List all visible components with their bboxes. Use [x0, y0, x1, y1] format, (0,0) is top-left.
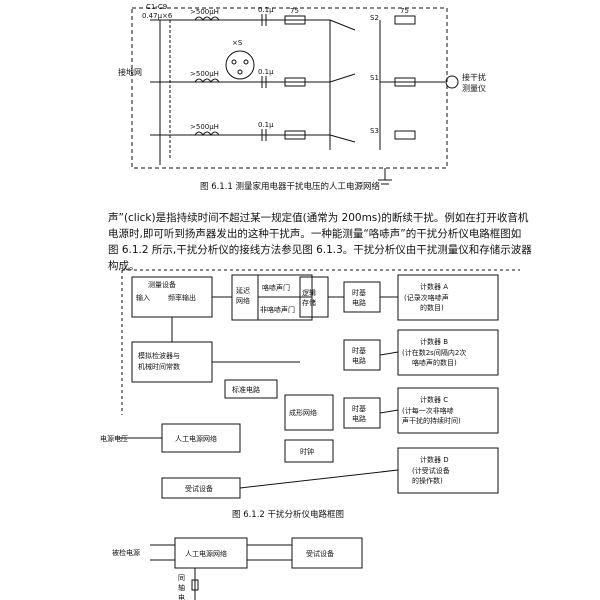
svg-text:输入: 输入	[136, 293, 150, 302]
svg-text:声干扰的持续时间): 声干扰的持续时间)	[402, 416, 461, 425]
fig1-01a: 0.1μ	[258, 6, 274, 14]
svg-text:时钟: 时钟	[300, 447, 314, 456]
fig1-caption: 图 6.1.1 测量家用电器干扰电压的人工电源网络	[200, 182, 381, 192]
svg-text:电路: 电路	[352, 414, 366, 423]
body-paragraph: 声”(click)是指持续时间不超过某一规定值(通常为 200ms)的断续干扰。…	[108, 210, 538, 274]
svg-text:成形网络: 成形网络	[289, 408, 317, 417]
svg-text:频率输出: 频率输出	[168, 293, 196, 302]
fig1-ground: 接地网	[118, 67, 142, 77]
svg-text:(计在数2s间隔内2次: (计在数2s间隔内2次	[402, 348, 466, 357]
fig1-75b: 75	[400, 7, 409, 15]
svg-text:(记录次咯哧声: (记录次咯哧声	[404, 293, 449, 302]
svg-text:人工电源网络: 人工电源网络	[175, 434, 217, 443]
svg-text:计数器 C: 计数器 C	[420, 395, 448, 404]
fig1-xs: ×S	[232, 39, 243, 47]
circuit-lisn	[131, 7, 459, 185]
svg-text:计数器 A: 计数器 A	[420, 282, 448, 291]
fig1-s2: S2	[370, 14, 379, 22]
fig1-ind1: >500μH	[190, 8, 219, 16]
svg-text:时基: 时基	[352, 404, 366, 413]
fig1-cap-label: C1-C9	[146, 3, 167, 11]
svg-text:电源电压: 电源电压	[100, 434, 128, 443]
svg-text:逻辑: 逻辑	[302, 288, 316, 297]
svg-text:时基: 时基	[352, 288, 366, 297]
svg-text:计数器 D: 计数器 D	[420, 455, 449, 464]
svg-text:被检电源: 被检电源	[112, 548, 140, 557]
block-diagram	[115, 269, 520, 499]
fig2-caption: 图 6.1.2 干扰分析仪电路框图	[232, 510, 345, 520]
svg-text:计数器 B: 计数器 B	[420, 337, 448, 346]
fig1-ind3: >500μH	[190, 123, 219, 131]
svg-text:非咯哧声门: 非咯哧声门	[260, 305, 295, 314]
svg-text:测量仪: 测量仪	[462, 84, 486, 93]
measure-label: 测量设备	[148, 280, 176, 289]
svg-text:受试设备: 受试设备	[185, 484, 213, 493]
svg-text:同: 同	[178, 574, 185, 582]
fig1-ind2: >500μH	[190, 70, 219, 78]
fig1-s3: S3	[370, 127, 379, 135]
svg-text:受试设备: 受试设备	[306, 549, 334, 558]
svg-text:的操作数): 的操作数)	[412, 476, 443, 485]
fig1-01c: 0.1μ	[258, 121, 274, 129]
para-line-3: 图 6.1.2 所示,干扰分析仪的接线方法参见图 6.1.3。干扰分析仪由干扰测…	[108, 244, 532, 256]
fig1-meter: 接干扰	[462, 72, 486, 82]
svg-text:咯哧声的数目): 咯哧声的数目)	[412, 358, 457, 367]
svg-text:存储: 存储	[302, 298, 316, 307]
svg-text:时基: 时基	[352, 346, 366, 355]
svg-text:机械时间常数: 机械时间常数	[138, 362, 180, 371]
para-line-2: 电源时,即可听到扬声器发出的这种干扰声。一种能测量“咯哧声”的干扰分析仪电路框图…	[108, 228, 522, 240]
svg-text:网络: 网络	[236, 296, 250, 305]
svg-text:电路: 电路	[352, 298, 366, 307]
fig1-75a: 75	[290, 7, 299, 15]
svg-text:标准电路: 标准电路	[232, 385, 260, 394]
svg-text:电: 电	[178, 593, 185, 600]
svg-text:(计每一次非咯哧: (计每一次非咯哧	[402, 406, 454, 415]
fig1-cap-val: 0.47μ×6	[142, 12, 173, 20]
svg-text:人工电源网络: 人工电源网络	[185, 549, 227, 558]
svg-text:延迟: 延迟	[236, 286, 250, 295]
svg-text:(计受试设备: (计受试设备	[412, 466, 450, 475]
svg-text:电路: 电路	[352, 356, 366, 365]
svg-text:的数目): 的数目)	[420, 303, 444, 312]
svg-text:模拟检波器与: 模拟检波器与	[138, 351, 180, 360]
para-line-1: 声”(click)是指持续时间不超过某一规定值(通常为 200ms)的断续干扰。…	[108, 212, 529, 224]
svg-text:咯哧声门: 咯哧声门	[262, 283, 290, 292]
para-line-4: 构成。	[108, 260, 140, 272]
fig1-01b: 0.1μ	[258, 68, 274, 76]
svg-text:轴: 轴	[178, 583, 185, 592]
wiring-diagram	[150, 537, 363, 600]
fig1-s1: S1	[370, 74, 379, 82]
